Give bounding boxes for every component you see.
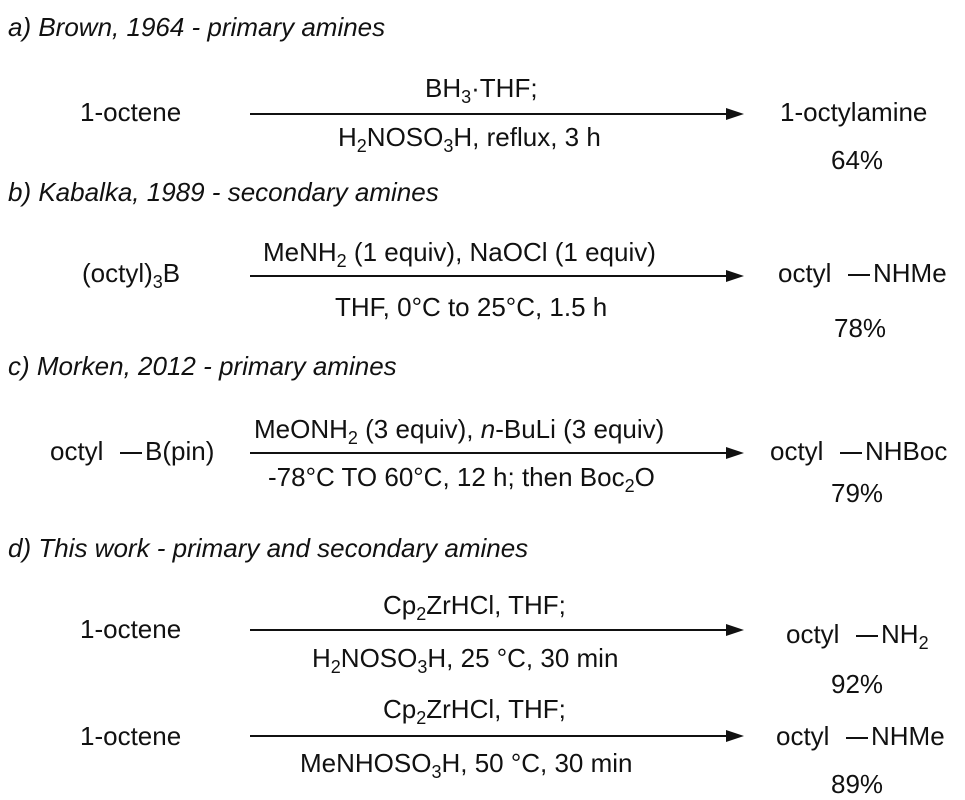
product-b-right: NHMe [873, 258, 947, 288]
arrow-head-d2 [726, 730, 744, 742]
conditions-below-a: H2NOSO3H, reflux, 3 h [338, 122, 601, 156]
product-b-left: octyl [778, 258, 832, 288]
reaction-arrow-d1 [250, 629, 728, 631]
arrow-head-d1 [726, 624, 744, 636]
conditions-above-d1: Cp2ZrHCl, THF; [383, 590, 566, 624]
bond-d1 [856, 635, 878, 637]
conditions-below-b: THF, 0°C to 25°C, 1.5 h [335, 292, 608, 322]
bond-b [848, 274, 870, 276]
arrow-head-b [726, 270, 744, 282]
bond-c-reactant [120, 452, 142, 454]
product-d2-right: NHMe [871, 721, 945, 751]
yield-d1: 92% [831, 669, 884, 699]
conditions-below-d1: H2NOSO3H, 25 °C, 30 min [312, 643, 619, 677]
yield-c: 79% [831, 478, 884, 508]
heading-d: d) This work - primary and secondary ami… [8, 533, 529, 563]
reaction-arrow-c [250, 452, 728, 454]
conditions-above-c: MeONH2 (3 equiv), n-BuLi (3 equiv) [254, 414, 665, 448]
product-a: 1-octylamine [780, 97, 928, 127]
reactant-a: 1-octene [80, 97, 182, 127]
heading-a: a) Brown, 1964 - primary amines [8, 12, 386, 42]
bond-c-product [840, 452, 862, 454]
heading-b: b) Kabalka, 1989 - secondary amines [8, 177, 439, 207]
reactant-d1: 1-octene [80, 614, 182, 644]
arrow-head-a [726, 108, 744, 120]
yield-a: 64% [831, 145, 884, 175]
product-d2-left: octyl [776, 721, 830, 751]
heading-c: c) Morken, 2012 - primary amines [8, 351, 397, 381]
product-c-right: NHBoc [865, 436, 948, 466]
reactant-c-left: octyl [50, 436, 104, 466]
reactant-d2: 1-octene [80, 721, 182, 751]
conditions-below-c: -78°C TO 60°C, 12 h; then Boc2O [268, 462, 655, 496]
conditions-above-d2: Cp2ZrHCl, THF; [383, 694, 566, 728]
product-d1-left: octyl [786, 619, 840, 649]
conditions-above-a: BH3·THF; [425, 73, 538, 107]
reactant-c-right: B(pin) [145, 436, 215, 466]
reactant-b: (octyl)3B [82, 258, 181, 292]
yield-b: 78% [834, 313, 887, 343]
product-d1-right: NH2 [881, 619, 929, 653]
conditions-below-d2: MeNHOSO3H, 50 °C, 30 min [300, 748, 633, 782]
product-c-left: octyl [770, 436, 824, 466]
yield-d2: 89% [831, 769, 884, 799]
conditions-above-b: MeNH2 (1 equiv), NaOCl (1 equiv) [263, 237, 656, 271]
reaction-arrow-a [250, 113, 728, 115]
arrow-head-c [726, 447, 744, 459]
reaction-arrow-d2 [250, 735, 728, 737]
bond-d2 [846, 737, 868, 739]
reaction-arrow-b [250, 275, 728, 277]
